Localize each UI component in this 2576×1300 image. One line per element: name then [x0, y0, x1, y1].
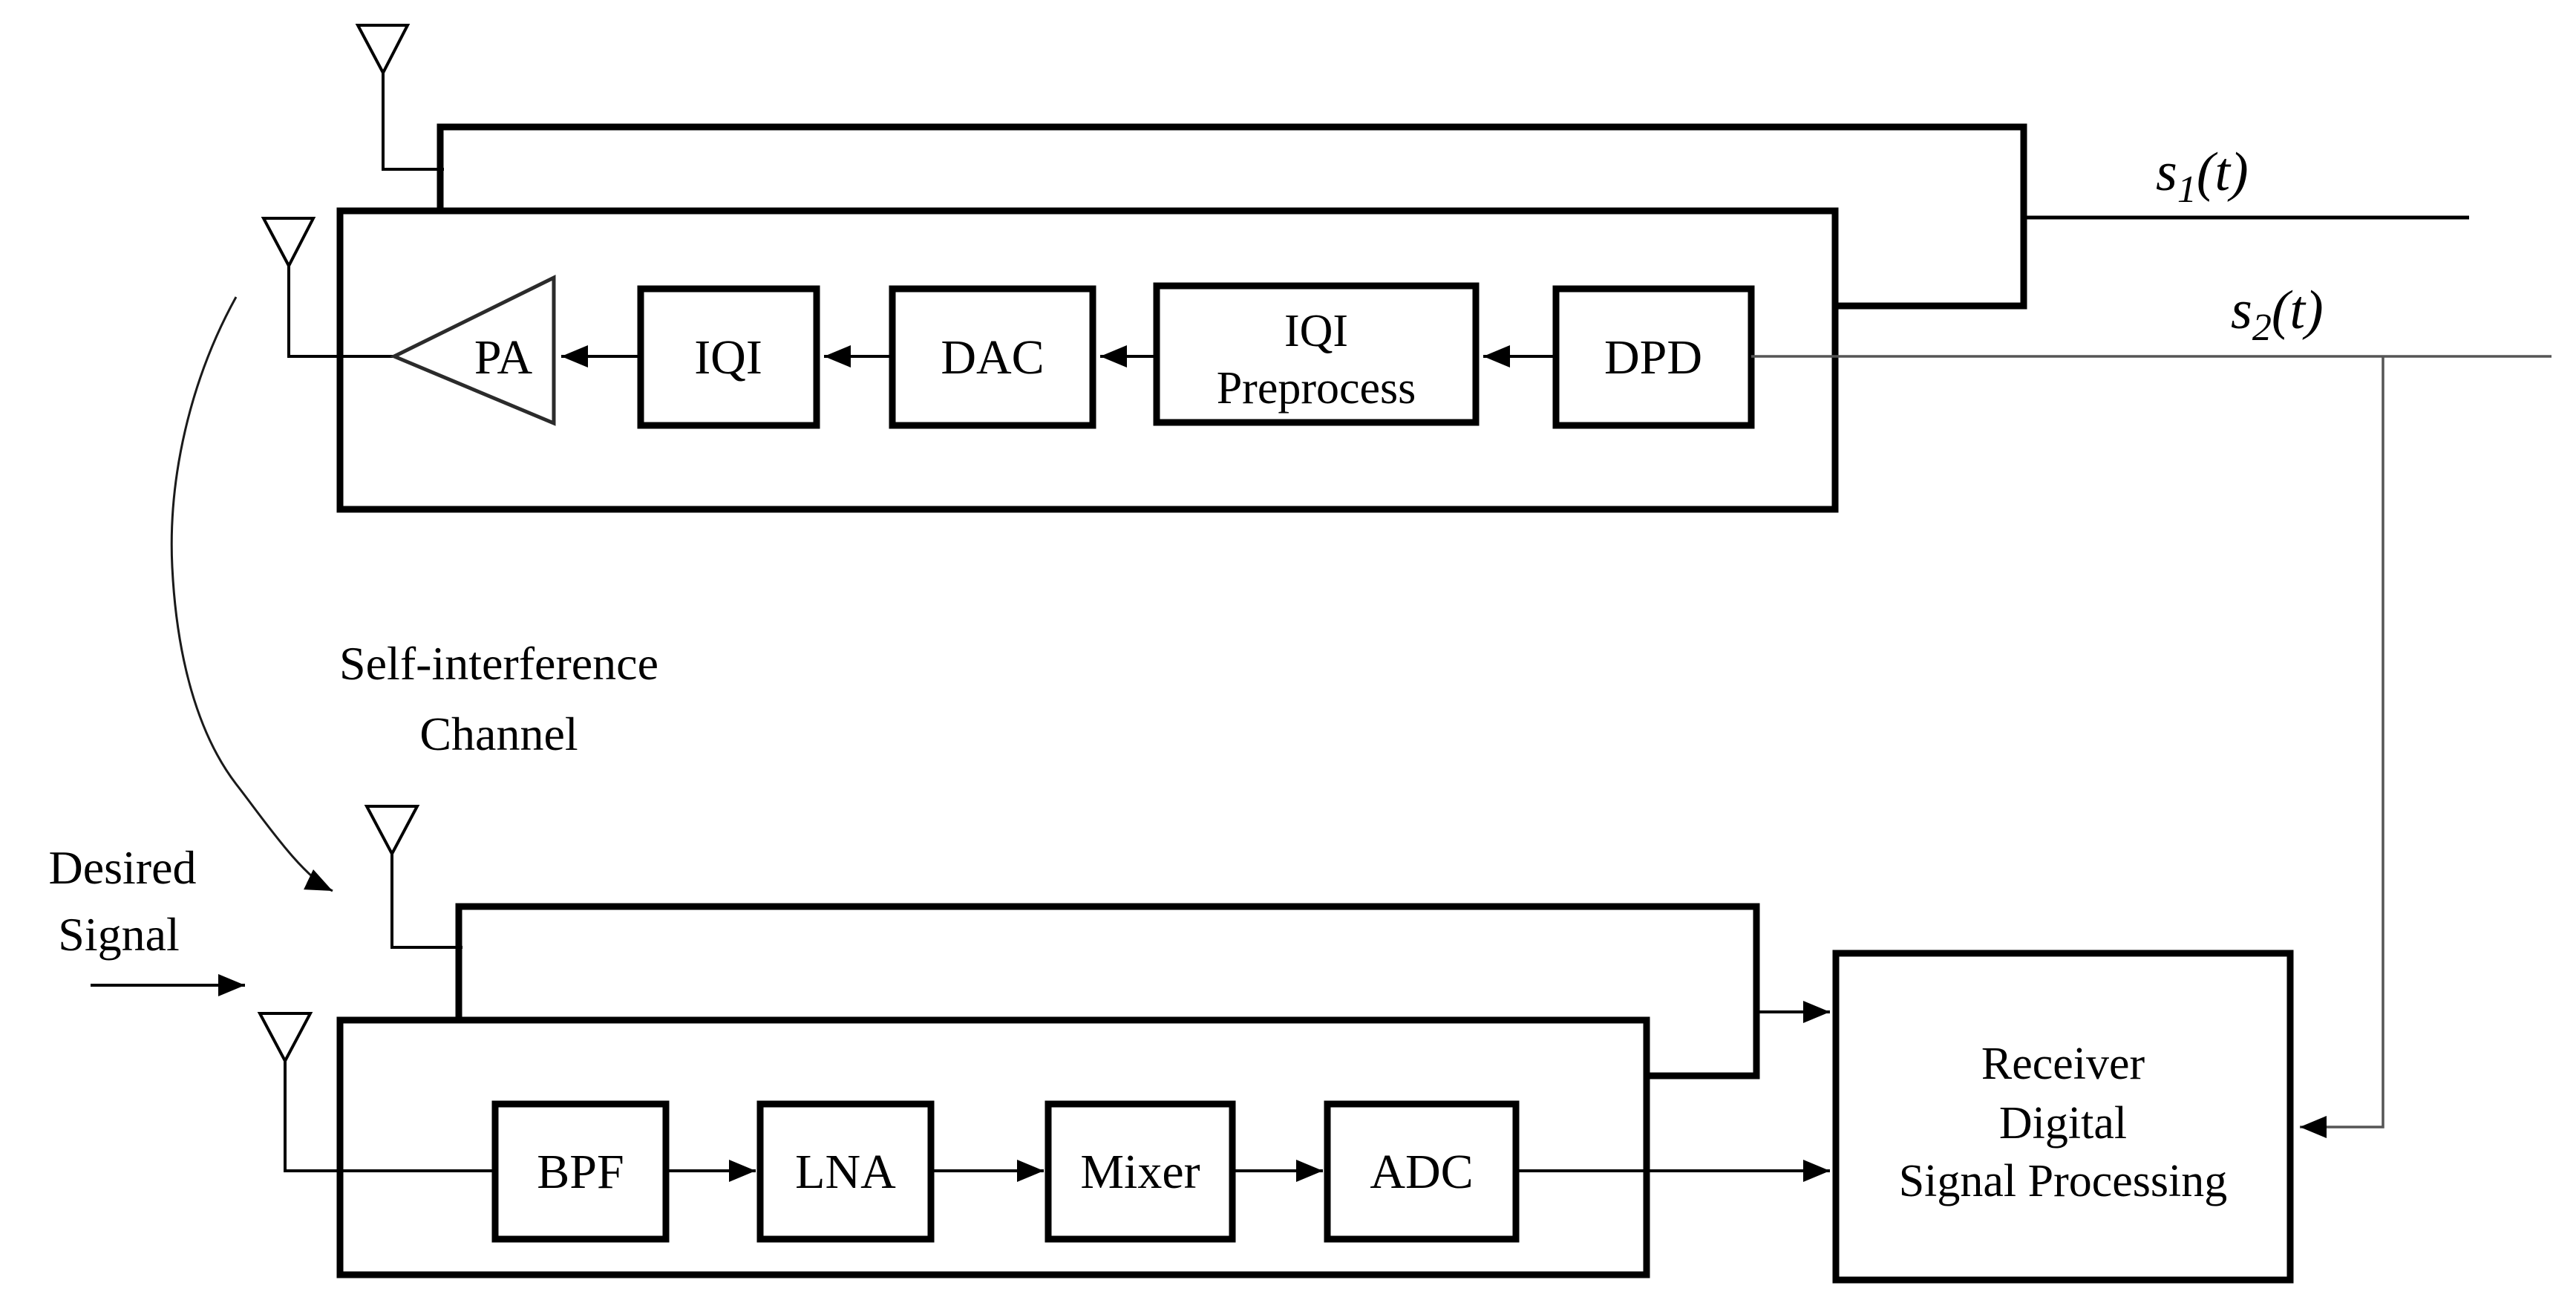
self-interference-label-line2: Channel	[419, 708, 578, 760]
tx-antenna-2-icon	[261, 217, 394, 358]
bpf-block: BPF	[491, 1100, 670, 1243]
mixer-label: Mixer	[1080, 1145, 1200, 1199]
iqi-block: IQI	[637, 285, 820, 429]
dpd-label: DPD	[1604, 330, 1702, 385]
adc-block: ADC	[1324, 1100, 1520, 1243]
receiver-dsp-label-line1: Receiver	[1981, 1039, 2145, 1089]
dpd-block: DPD	[1552, 285, 1755, 429]
s2-label: s2(t)	[2231, 280, 2324, 349]
receiver-dsp-box: Receiver Digital Signal Processing	[1832, 950, 2294, 1284]
receiver-dsp-label-line3: Signal Processing	[1899, 1156, 2228, 1206]
lna-label: LNA	[795, 1145, 896, 1199]
self-interference-arrow	[170, 296, 333, 892]
dac-label: DAC	[941, 330, 1044, 385]
pa-label: PA	[474, 330, 533, 385]
rx-antenna-2-icon	[257, 1012, 495, 1172]
s1-label: s1(t)	[2156, 142, 2249, 211]
bpf-label: BPF	[537, 1145, 624, 1199]
mixer-block: Mixer	[1045, 1100, 1236, 1243]
adc-label: ADC	[1370, 1145, 1473, 1199]
iqi-preprocess-label-line1: IQI	[1284, 306, 1348, 356]
pa-amplifier: PA	[389, 274, 556, 426]
receiver-dsp-label-line2: Digital	[1999, 1098, 2127, 1149]
desired-signal-label-line1: Desired	[48, 841, 196, 894]
desired-signal-label-line2: Signal	[58, 908, 180, 961]
s2-feedback-line	[2300, 356, 2384, 1138]
iqi-label: IQI	[694, 330, 762, 385]
iqi-preprocess-label-line2: Preprocess	[1217, 363, 1416, 414]
lna-block: LNA	[756, 1100, 935, 1243]
tx-antenna-1-icon	[355, 24, 444, 171]
dac-block: DAC	[889, 285, 1096, 429]
iqi-preprocess-block: IQI Preprocess	[1153, 282, 1480, 426]
self-interference-label-line1: Self-interference	[339, 637, 658, 690]
rx-antenna-1-icon	[364, 805, 462, 949]
